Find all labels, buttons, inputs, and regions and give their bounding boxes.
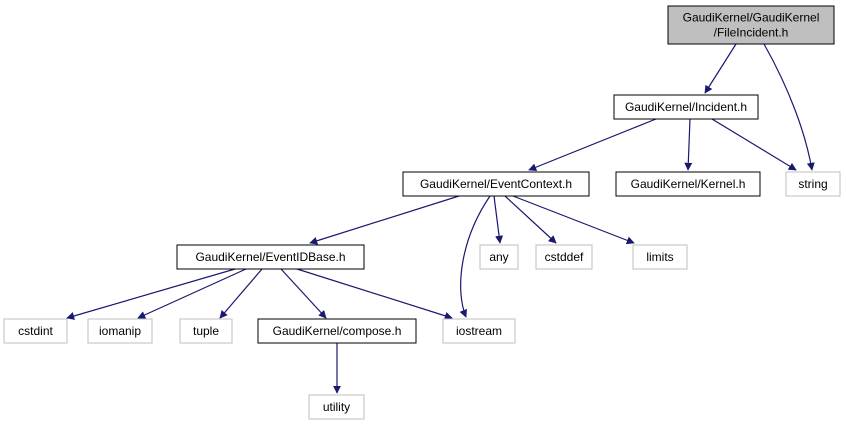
node-box (667, 5, 835, 45)
edge-eventidbase-to-cstdint (66, 268, 236, 320)
node-box (632, 244, 688, 270)
node-label: any (489, 250, 508, 264)
node-any: any (479, 244, 519, 270)
node-label: GaudiKernel/EventContext.h (420, 177, 572, 191)
node-label: tuple (193, 324, 219, 338)
node-label: limits (646, 250, 673, 264)
node-box (535, 244, 593, 270)
node-kernel[interactable]: GaudiKernel/Kernel.h (615, 171, 761, 197)
node-label: GaudiKernel/Kernel.h (631, 177, 746, 191)
node-tuple: tuple (179, 318, 233, 344)
node-label: cstddef (545, 250, 584, 264)
edge-eventcontext-to-eventidbase (309, 195, 460, 245)
node-cstddef: cstddef (535, 244, 593, 270)
node-box (613, 94, 759, 120)
edge-layer (66, 43, 815, 394)
node-box (308, 394, 365, 420)
node-label: GaudiKernel/EventIDBase.h (195, 250, 345, 264)
node-fileincident[interactable]: GaudiKernel/GaudiKernel/FileIncident.h (667, 5, 835, 45)
node-label: /FileIncident.h (714, 26, 789, 40)
node-label: GaudiKernel/Incident.h (625, 100, 747, 114)
node-box (442, 318, 516, 344)
node-label: iostream (456, 324, 502, 338)
node-box (179, 318, 233, 344)
node-box (176, 244, 365, 270)
node-utility: utility (308, 394, 365, 420)
edge-eventcontext-to-cstddef (504, 195, 557, 244)
edge-incident-to-kernel (684, 118, 693, 171)
node-eventidbase[interactable]: GaudiKernel/EventIDBase.h (176, 244, 365, 270)
node-box (3, 318, 68, 344)
edge-incident-to-string (711, 118, 797, 171)
node-box (87, 318, 153, 344)
edge-eventidbase-to-tuple (219, 268, 263, 319)
node-label: iomanip (99, 324, 141, 338)
node-cstdint: cstdint (3, 318, 68, 344)
node-string: string (785, 171, 841, 197)
edge-eventidbase-to-compose (280, 268, 327, 319)
edge-eventcontext-to-iostream (459, 195, 491, 318)
node-label: utility (323, 400, 350, 414)
node-limits: limits (632, 244, 688, 270)
node-label: string (798, 177, 827, 191)
edge-incident-to-eventcontext (528, 118, 657, 172)
node-label: cstdint (18, 324, 53, 338)
node-box (785, 171, 841, 197)
edge-fileincident-to-string (763, 43, 815, 171)
node-iostream: iostream (442, 318, 516, 344)
edge-eventcontext-to-any (493, 195, 504, 244)
node-label: GaudiKernel/GaudiKernel (683, 11, 820, 25)
node-incident[interactable]: GaudiKernel/Incident.h (613, 94, 759, 120)
edge-eventcontext-to-limits (512, 195, 635, 245)
node-box (257, 318, 417, 344)
node-label: GaudiKernel/compose.h (273, 324, 402, 338)
node-iomanip: iomanip (87, 318, 153, 344)
node-layer: GaudiKernel/GaudiKernel/FileIncident.hGa… (3, 5, 841, 420)
edge-eventidbase-to-iomanip (137, 268, 247, 319)
edge-eventidbase-to-iostream (296, 268, 453, 320)
edge-fileincident-to-incident (704, 43, 737, 94)
node-compose[interactable]: GaudiKernel/compose.h (257, 318, 417, 344)
node-box (615, 171, 761, 197)
node-box (479, 244, 519, 270)
node-eventcontext[interactable]: GaudiKernel/EventContext.h (402, 171, 590, 197)
node-box (402, 171, 590, 197)
